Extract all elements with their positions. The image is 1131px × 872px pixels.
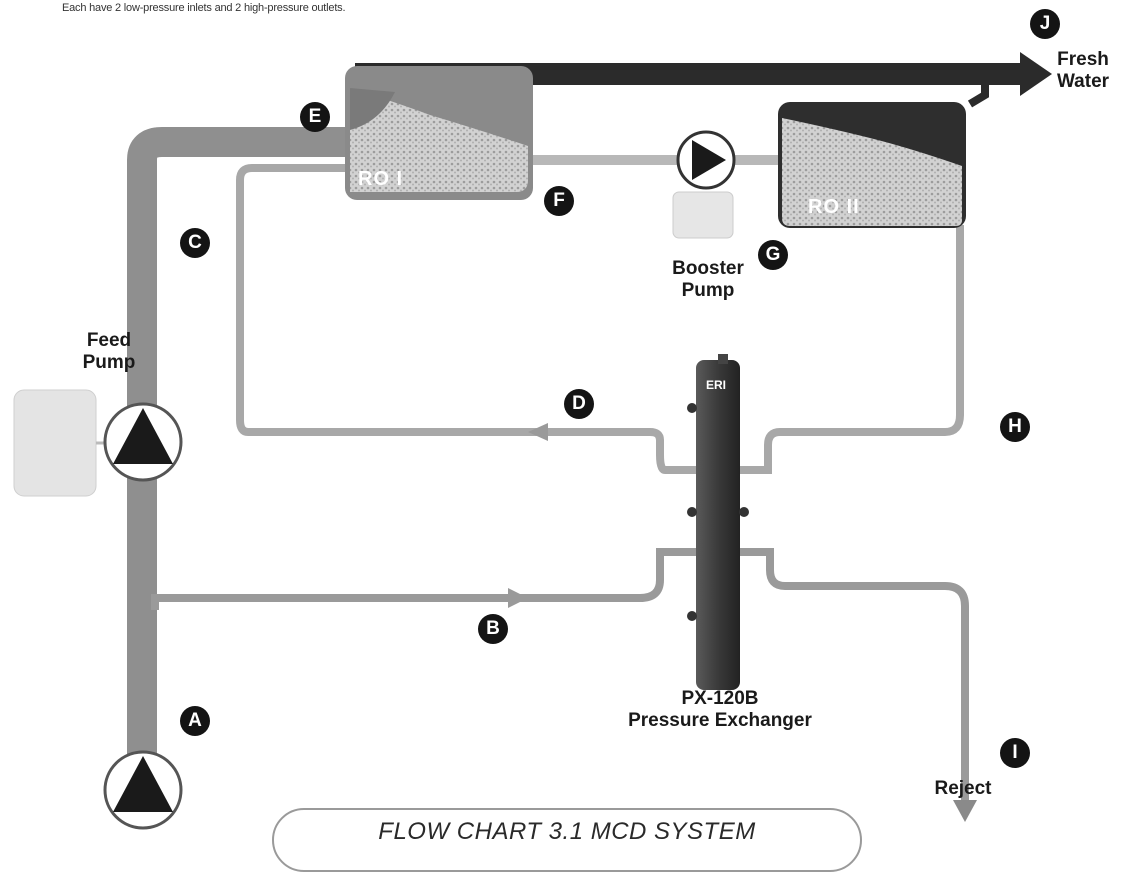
reject-label: Reject xyxy=(934,778,992,799)
marker-c: C xyxy=(180,228,210,258)
flow-arrow-b xyxy=(508,588,528,608)
ro2-label: RO II xyxy=(808,196,860,218)
marker-i: I xyxy=(1000,738,1030,768)
fresh-water-label: Fresh Water xyxy=(1056,49,1110,92)
marker-e: E xyxy=(300,102,330,132)
hp-feed-pipe xyxy=(127,127,360,790)
booster-pump-label: Booster Pump xyxy=(672,258,744,301)
marker-a: A xyxy=(180,706,210,736)
ro1-label: RO I xyxy=(358,168,404,190)
marker-j: J xyxy=(1030,9,1060,39)
px-vessel xyxy=(687,354,749,690)
system-diagram: Each have 2 low-pressure inlets and 2 hi… xyxy=(13,2,1110,872)
ro2-permeate-pipe xyxy=(967,74,989,108)
booster-pump xyxy=(672,130,736,239)
marker-d: D xyxy=(564,389,594,419)
brine-h-pipe xyxy=(740,225,964,474)
piping-diagram xyxy=(13,52,1052,830)
px-logo: ERI xyxy=(705,378,726,392)
supply-pump xyxy=(103,750,183,830)
reject-pipe xyxy=(740,548,969,805)
lp-feed-pipe xyxy=(151,548,700,610)
px-label: PX-120B Pressure Exchanger xyxy=(628,688,812,731)
concentrate-return-d xyxy=(236,164,700,474)
reject-arrow xyxy=(953,800,977,822)
marker-f: F xyxy=(544,186,574,216)
ro1-tank xyxy=(345,66,533,200)
marker-g: G xyxy=(758,240,788,270)
flow-arrow-d xyxy=(528,423,548,441)
feed-pump-label: Feed Pump xyxy=(82,330,136,373)
caption: Each have 2 low-pressure inlets and 2 hi… xyxy=(62,2,346,14)
flow-chart-banner: FLOW CHART 3.1 MCD SYSTEM xyxy=(272,808,862,872)
marker-h: H xyxy=(1000,412,1030,442)
marker-b: B xyxy=(478,614,508,644)
feed-pump xyxy=(13,389,183,497)
ro2-tank xyxy=(778,102,966,228)
flow-chart-title: FLOW CHART 3.1 MCD SYSTEM xyxy=(378,818,756,845)
fresh-water-arrow xyxy=(1020,52,1052,96)
